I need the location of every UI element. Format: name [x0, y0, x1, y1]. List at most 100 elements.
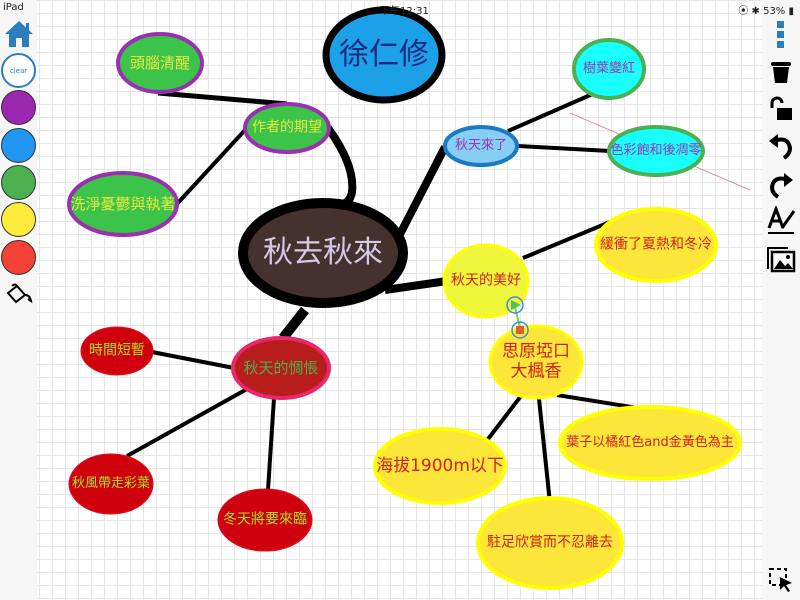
connector [324, 125, 357, 210]
node-label-leaves-red[interactable]: 樹葉變紅 [583, 61, 635, 77]
node-colors[interactable] [558, 405, 742, 481]
node-wind[interactable] [68, 453, 154, 515]
node-center[interactable] [238, 198, 408, 308]
connector [126, 387, 248, 458]
node-linger[interactable] [476, 496, 624, 590]
selection-icon [769, 568, 792, 592]
right-toolbar [762, 0, 800, 600]
connector [393, 145, 449, 242]
menu-button[interactable] [764, 20, 798, 50]
node-author[interactable] [322, 6, 446, 104]
clear-button[interactable]: clear [1, 53, 36, 88]
node-text: 秋風帶走彩葉 [71, 476, 151, 492]
resize-handle[interactable] [511, 321, 529, 339]
undo-icon [769, 134, 793, 160]
node-label-expectation[interactable]: 作者的期望 [252, 120, 322, 137]
color-purple[interactable] [1, 90, 36, 125]
connector [507, 91, 596, 133]
node-text: 秋天來了 [454, 138, 508, 154]
connector [266, 397, 276, 491]
color-blue[interactable] [1, 128, 36, 163]
home-icon [5, 21, 33, 47]
node-label-wind[interactable]: 秋風帶走彩葉 [72, 476, 150, 492]
node-label-colors[interactable]: 葉子以橘紅色and金黃色為主 [566, 435, 733, 451]
node-beauty[interactable] [442, 243, 530, 319]
node-label-clear-mind[interactable]: 頭腦清醒 [130, 54, 190, 72]
node-text: 秋天的美好 [451, 272, 521, 289]
connector [174, 127, 248, 207]
connector [483, 394, 523, 445]
node-text: 葉子以橘紅色and金黃色為主 [566, 435, 734, 451]
node-label-linger[interactable]: 駐足欣賞而不忍離去 [487, 535, 613, 552]
redo-icon [769, 173, 793, 199]
unlock-icon [770, 96, 792, 120]
node-text: 大楓香 [510, 362, 562, 382]
battery: ⦿ ✱ 53% ▮ [738, 6, 794, 17]
color-red[interactable] [1, 240, 36, 275]
node-melancholy[interactable] [231, 336, 331, 400]
node-label-altitude[interactable]: 海拔1900m以下 [376, 456, 504, 476]
node-text: 駐足欣賞而不忍離去 [487, 534, 613, 551]
node-text: 色彩飽和後凋零 [610, 143, 702, 159]
connectors [126, 90, 651, 504]
node-winter[interactable] [217, 488, 313, 552]
undo-button[interactable] [764, 131, 798, 161]
node-maple[interactable] [488, 324, 584, 400]
node-buffer[interactable] [594, 207, 718, 283]
node-text: 秋天的惆悵 [243, 359, 319, 377]
trash-icon [771, 62, 791, 83]
node-label-buffer[interactable]: 緩衝了夏熱和冬冷 [600, 237, 712, 254]
node-label-wither[interactable]: 色彩飽和後凋零 [610, 143, 701, 159]
node-autumn-comes[interactable] [443, 125, 519, 167]
node-text: 樹葉變紅 [582, 61, 636, 77]
color-green[interactable] [1, 165, 36, 200]
node-text: 洗淨憂鬱與執著 [70, 195, 176, 213]
text-style-button[interactable] [764, 206, 798, 236]
node-label-autumn-comes[interactable]: 秋天來了 [455, 138, 507, 154]
node-wither[interactable] [607, 125, 705, 177]
connector [151, 350, 235, 370]
connector [537, 398, 552, 504]
connector [157, 90, 288, 107]
node-text: 思原埡口 [502, 341, 570, 362]
node-label-winter[interactable]: 冬天將要來臨 [223, 512, 307, 529]
node-label-maple[interactable]: 思原埡口大楓香 [502, 342, 570, 383]
node-text: 冬天將要來臨 [223, 511, 307, 528]
fill-bucket-button[interactable] [5, 283, 33, 311]
device-label: iPad [3, 2, 24, 13]
image-icon [767, 247, 796, 273]
text-style-icon [767, 206, 796, 234]
paint-bucket-icon [6, 283, 33, 304]
node-label-melancholy[interactable]: 秋天的惆悵 [243, 359, 318, 377]
node-label-short-time[interactable]: 時間短暫 [89, 343, 145, 360]
lock-button[interactable] [764, 94, 798, 124]
play-icon [511, 300, 521, 310]
node-text: 緩衝了夏熱和冬冷 [600, 236, 712, 253]
node-text: 時間短暫 [89, 342, 145, 359]
menu-icon [777, 21, 784, 48]
redo-button[interactable] [764, 170, 798, 200]
node-text: 作者的期望 [252, 119, 322, 136]
node-altitude[interactable] [373, 427, 507, 505]
node-leaves-red[interactable] [572, 38, 646, 100]
stop-icon [516, 326, 524, 334]
clock: 下午12:31 [380, 6, 429, 17]
connector [384, 277, 448, 294]
node-clear-mind[interactable] [116, 32, 204, 94]
node-label-beauty[interactable]: 秋天的美好 [451, 273, 521, 290]
node-label-author[interactable]: 徐仁修 [339, 37, 429, 73]
select-button[interactable] [764, 565, 798, 595]
connect-handle[interactable] [506, 296, 524, 314]
insert-image-button[interactable] [764, 244, 798, 274]
node-label-wash[interactable]: 洗淨憂鬱與執著 [70, 195, 175, 213]
node-text: 海拔1900m以下 [376, 455, 504, 476]
node-expectation[interactable] [243, 102, 331, 154]
color-yellow[interactable] [1, 202, 36, 237]
connector [517, 144, 611, 153]
node-short-time[interactable] [80, 326, 154, 376]
node-wash[interactable] [67, 171, 179, 237]
node-label-center[interactable]: 秋去秋來 [263, 235, 383, 271]
delete-button[interactable] [764, 56, 798, 86]
home-button[interactable] [3, 18, 35, 52]
